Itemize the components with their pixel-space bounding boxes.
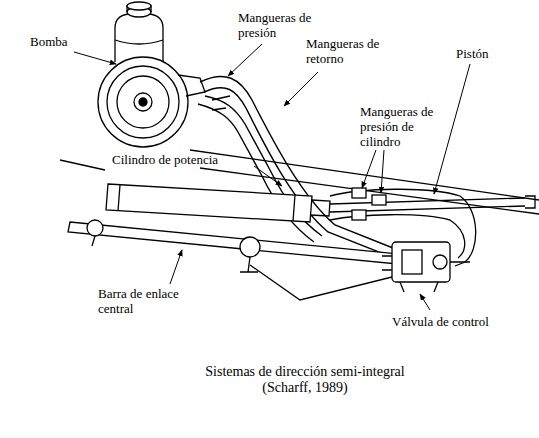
hoses bbox=[198, 76, 398, 258]
leader-lines bbox=[74, 44, 470, 310]
figure-caption: Sistemas de dirección semi-integral (Sch… bbox=[190, 364, 420, 396]
part-label: Bomba bbox=[30, 34, 90, 49]
part-label: Barra de enlace central bbox=[98, 286, 198, 316]
part-label: Válvula de control bbox=[392, 314, 522, 329]
part-label: Mangueras de presión bbox=[238, 10, 328, 40]
part-label: Pistón bbox=[456, 46, 516, 61]
power-cylinder bbox=[106, 184, 330, 222]
part-label: Mangueras de retorno bbox=[306, 36, 392, 66]
frame-rail bbox=[60, 160, 105, 170]
control-valve bbox=[382, 242, 470, 292]
part-label: Cilindro de potencia bbox=[112, 152, 252, 167]
pump bbox=[98, 2, 205, 147]
rod-end bbox=[525, 196, 535, 208]
part-label: Mangueras de presión de cilindro bbox=[360, 104, 442, 149]
